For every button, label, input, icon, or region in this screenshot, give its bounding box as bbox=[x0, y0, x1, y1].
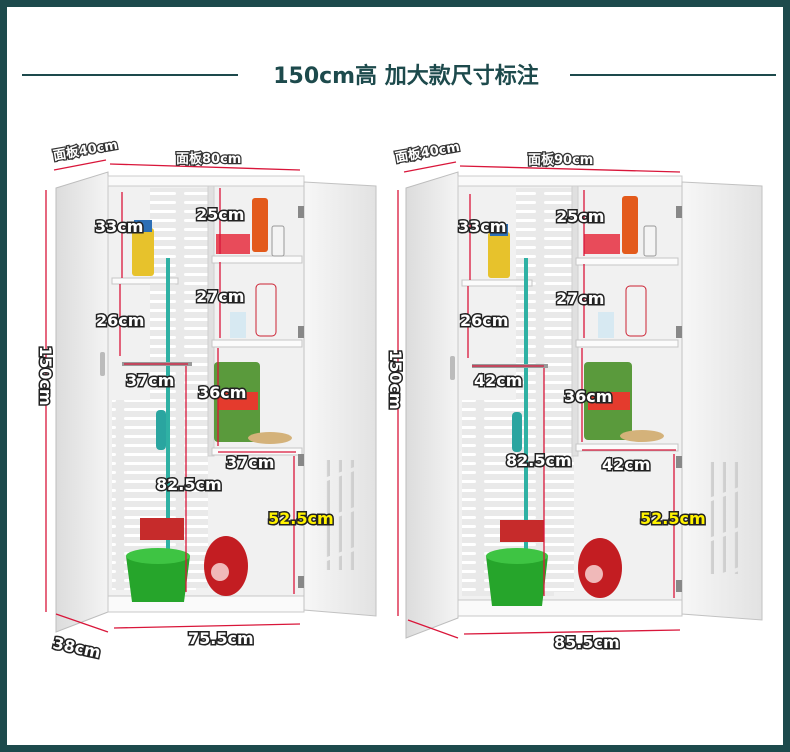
cabinet-2-hanger-height-label: 82.5cm bbox=[506, 451, 572, 470]
cabinet-1-right-mid-label: 27cm bbox=[196, 287, 244, 306]
cabinet-2-top-shelf-label: 33cm bbox=[458, 217, 506, 236]
cabinet-2-right-lower-label: 36cm bbox=[564, 387, 612, 406]
cabinet-1: 面板40cm 面板80cm 150cm 33cm 25cm 27cm 26cm … bbox=[35, 136, 377, 663]
cabinet-2-bucket bbox=[486, 556, 548, 606]
cabinet-1-bucket bbox=[126, 556, 190, 602]
cabinet-1-hanger-width-label: 37cm bbox=[126, 371, 174, 390]
cabinet-1-depth-label: 38cm bbox=[51, 633, 102, 662]
cabinet-2-mop bbox=[524, 258, 528, 558]
cabinet-2-panel-front-label: 面板90cm bbox=[528, 152, 593, 168]
cabinet-1-right-lower-label: 36cm bbox=[198, 383, 246, 402]
cabinet-1-hanger-height-label: 82.5cm bbox=[156, 475, 222, 494]
cabinet-2: 面板40cm 面板90cm 150cm 33cm 25cm 27cm 26cm … bbox=[385, 138, 763, 654]
cabinet-2-width-label: 85.5cm bbox=[554, 633, 620, 652]
cabinet-1-panel-side-label: 面板40cm bbox=[52, 137, 119, 164]
cabinet-1-right-shelf-width-label: 37cm bbox=[226, 453, 274, 472]
cabinet-1-shelf bbox=[211, 255, 303, 264]
cabinet-2-bottle-orange bbox=[622, 196, 638, 254]
title-prefix: 150cm高 bbox=[273, 64, 385, 89]
cabinet-2-left-mid-label: 26cm bbox=[460, 311, 508, 330]
cabinet-1-dimension-lines bbox=[45, 159, 301, 633]
cabinet-1-bottle bbox=[132, 228, 154, 276]
cabinet-2-right-mid-label: 27cm bbox=[556, 289, 604, 308]
cabinet-1-mop bbox=[166, 258, 170, 558]
cabinet-2-panel-side-label: 面板40cm bbox=[394, 139, 461, 166]
cabinet-2-bottom-height-label: 52.5cm bbox=[640, 509, 706, 528]
cabinet-1-right-top-label: 25cm bbox=[196, 205, 244, 224]
cabinet-1-handle bbox=[100, 352, 105, 376]
cabinet-1-panel-front-label: 面板80cm bbox=[176, 151, 241, 167]
cabinet-2-left-door bbox=[405, 171, 459, 639]
cabinet-2-shelf bbox=[575, 257, 679, 266]
title-highlight: 加大款尺寸标注 bbox=[384, 64, 539, 89]
title-rule-left bbox=[22, 74, 238, 76]
cabinet-2-right-shelf-width-label: 42cm bbox=[602, 455, 650, 474]
cabinet-2-height-label: 150cm bbox=[386, 350, 405, 410]
cabinet-2-right-top-label: 25cm bbox=[556, 207, 604, 226]
cabinet-1-bottom-height-label: 52.5cm bbox=[268, 509, 334, 528]
cabinet-1-height-label: 150cm bbox=[36, 346, 55, 406]
cabinet-1-left-door bbox=[55, 171, 109, 633]
cabinet-1-left-mid-label: 26cm bbox=[96, 311, 144, 330]
page-title: 150cm高 加大款尺寸标注 bbox=[246, 58, 566, 90]
title-row: 150cm高 加大款尺寸标注 bbox=[14, 54, 776, 94]
cabinet-2-bottle bbox=[488, 232, 510, 278]
cabinet-1-width-label: 75.5cm bbox=[188, 629, 254, 648]
title-rule-right bbox=[570, 74, 776, 76]
cabinet-1-top-shelf-label: 33cm bbox=[95, 217, 143, 236]
cabinet-2-dimension-lines bbox=[397, 161, 681, 639]
cabinet-2-hanger-width-label: 42cm bbox=[474, 371, 522, 390]
cabinet-2-handle bbox=[450, 356, 455, 380]
cabinet-1-bottle-orange bbox=[252, 198, 268, 252]
